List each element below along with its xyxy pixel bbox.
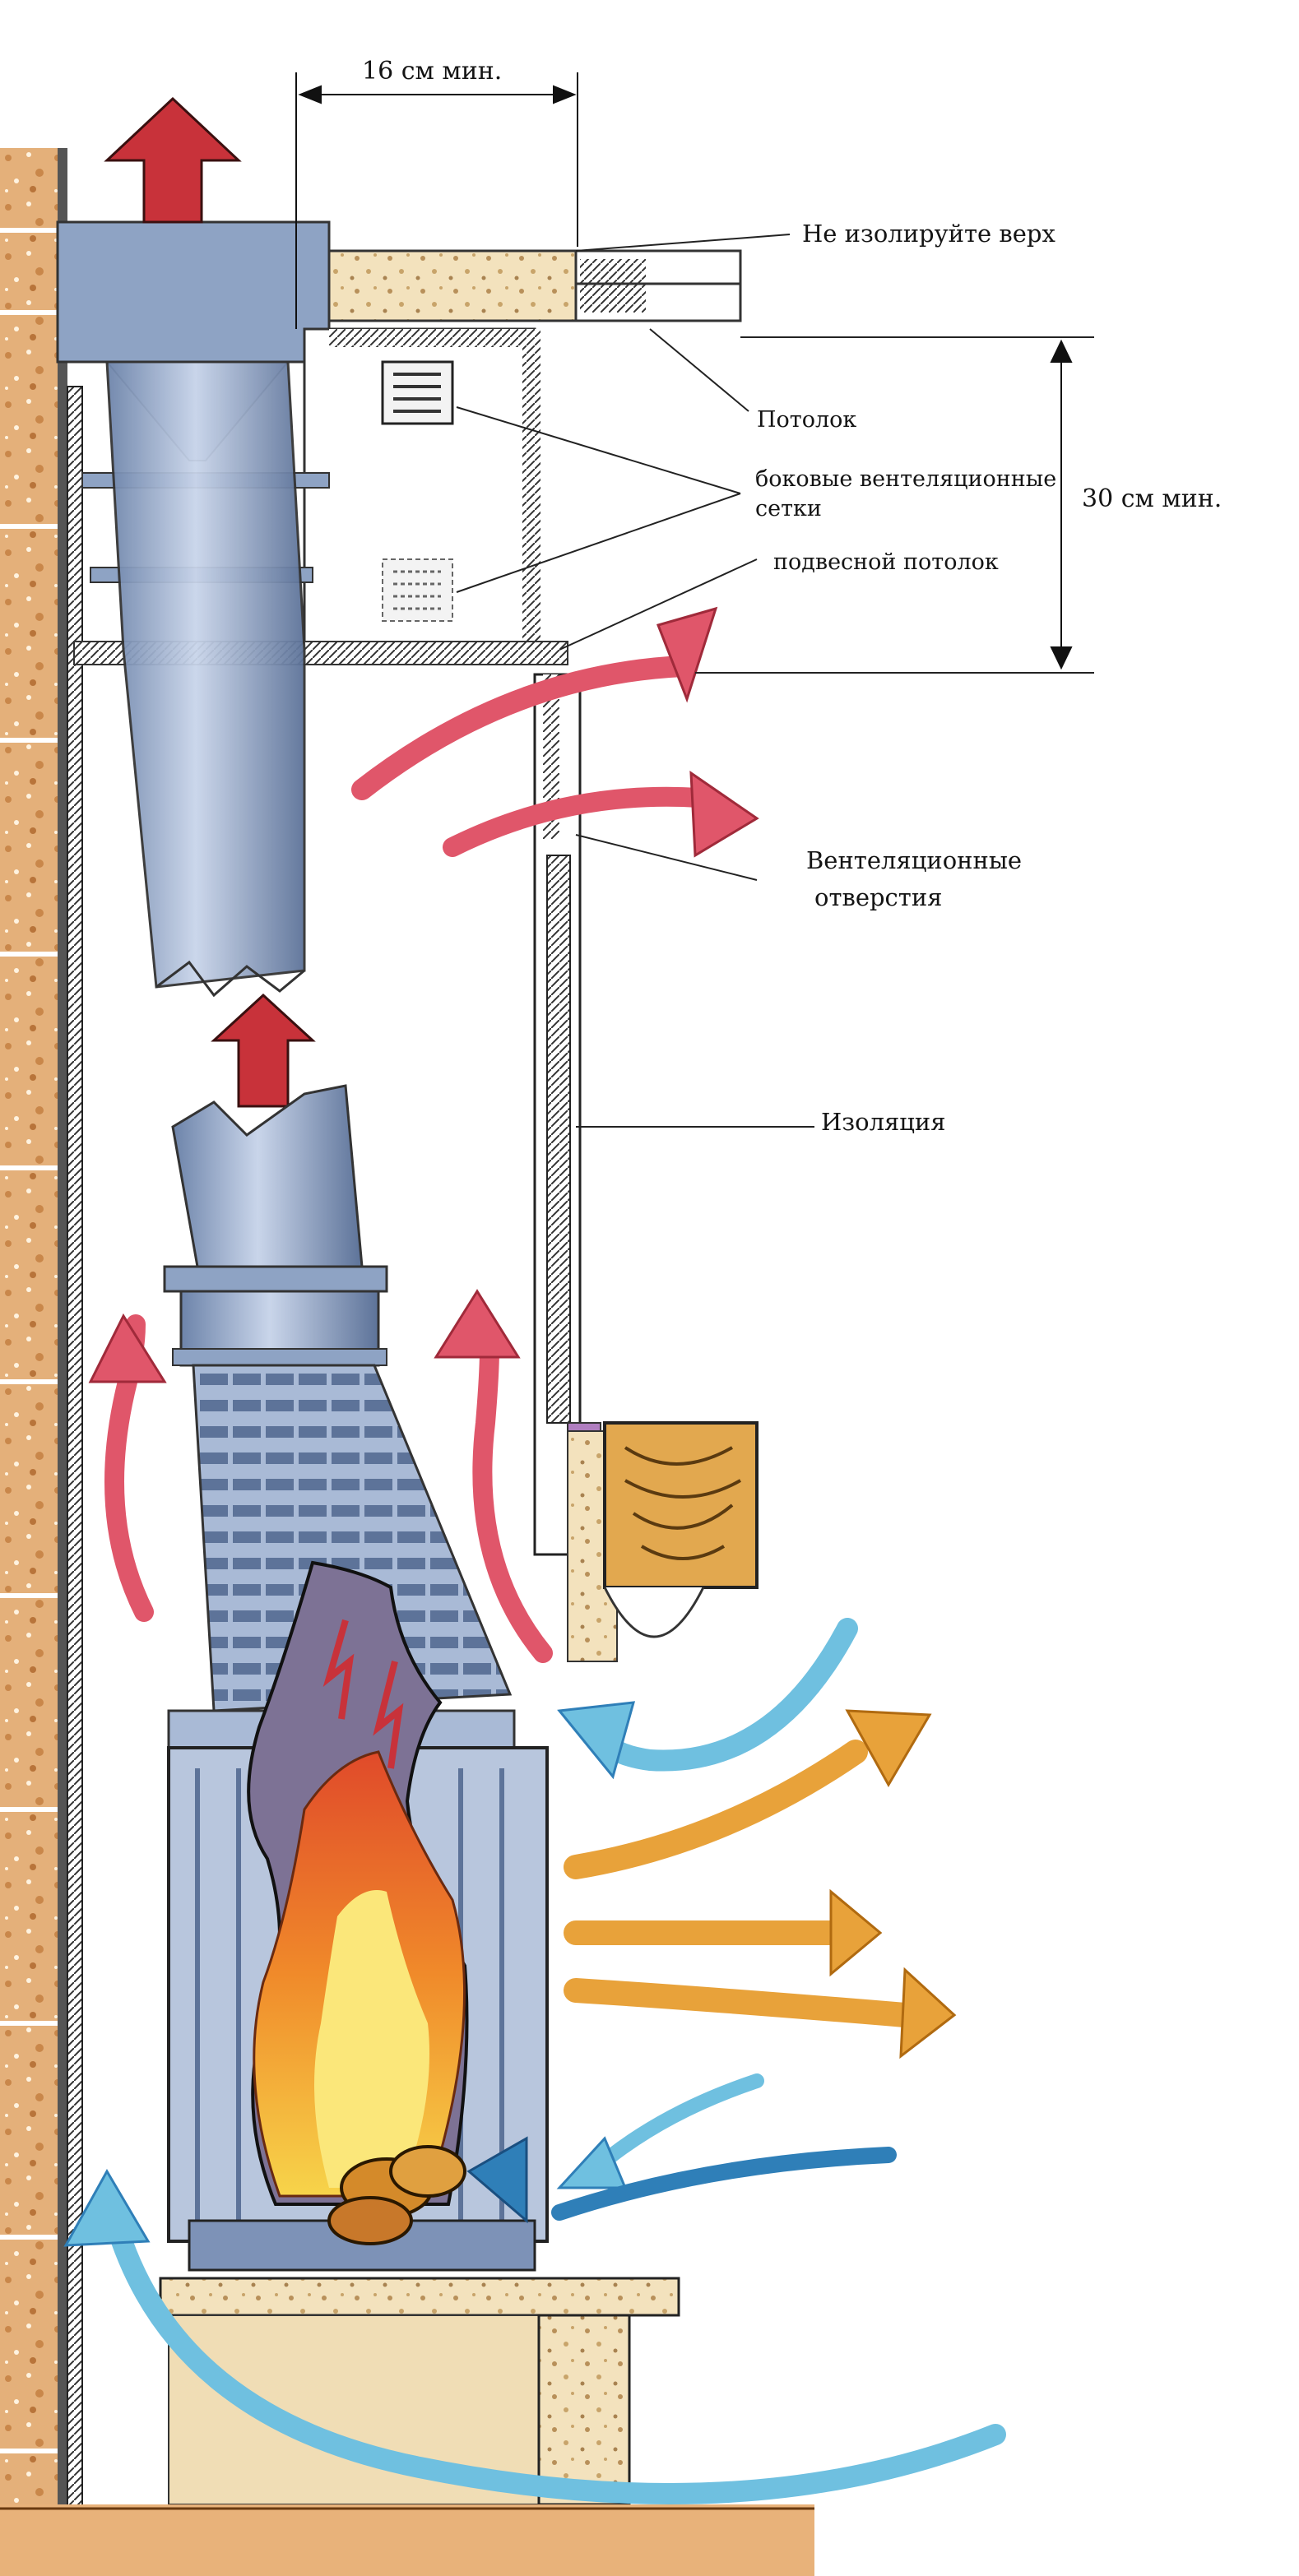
chimney-pipe-lower: [163, 1084, 513, 1712]
hot-air-arrows: [88, 606, 759, 1663]
label-vent-openings-line1: Вентеляционные: [806, 846, 1023, 874]
label-ceiling: Потолок: [757, 407, 857, 433]
label-side-vent-grilles-line1: боковые вентеляционные: [755, 466, 1057, 492]
label-suspended-ceiling: подвесной потолок: [773, 549, 999, 575]
fire-flames: [247, 1560, 469, 2206]
warm-radiant-arrows: [564, 1709, 957, 2059]
vent-chamber: [73, 327, 568, 665]
wall-insulation: [67, 386, 83, 2518]
vent-grille-icon: [382, 558, 453, 622]
chimney-pipe-upper: [81, 360, 330, 998]
firewood-logs: [327, 2145, 466, 2245]
wooden-beam: [567, 1421, 759, 1662]
dimension-30cm: [1050, 339, 1073, 670]
leader-lines: [456, 234, 1094, 1128]
label-insulation: Изоляция: [821, 1108, 946, 1136]
label-width-min: 16 см мин.: [362, 57, 503, 86]
brick-wall: [0, 148, 67, 2525]
smoke-exhaust-arrow-top: [104, 96, 242, 224]
dimension-16cm: [295, 72, 578, 329]
smoke-exhaust-arrow-middle: [211, 993, 316, 1108]
label-vent-openings-line2: отверстия: [814, 883, 943, 911]
cold-air-arrows: [63, 1618, 1006, 2504]
vent-grille-icon: [381, 360, 454, 425]
label-side-vent-grilles-line2: сетки: [755, 496, 822, 521]
label-height-min: 30 см мин.: [1082, 484, 1222, 513]
hearth-base: [0, 2277, 814, 2576]
label-no-insulate-top: Не изолируйте верх: [802, 220, 1055, 248]
ceiling-block: [56, 220, 742, 364]
